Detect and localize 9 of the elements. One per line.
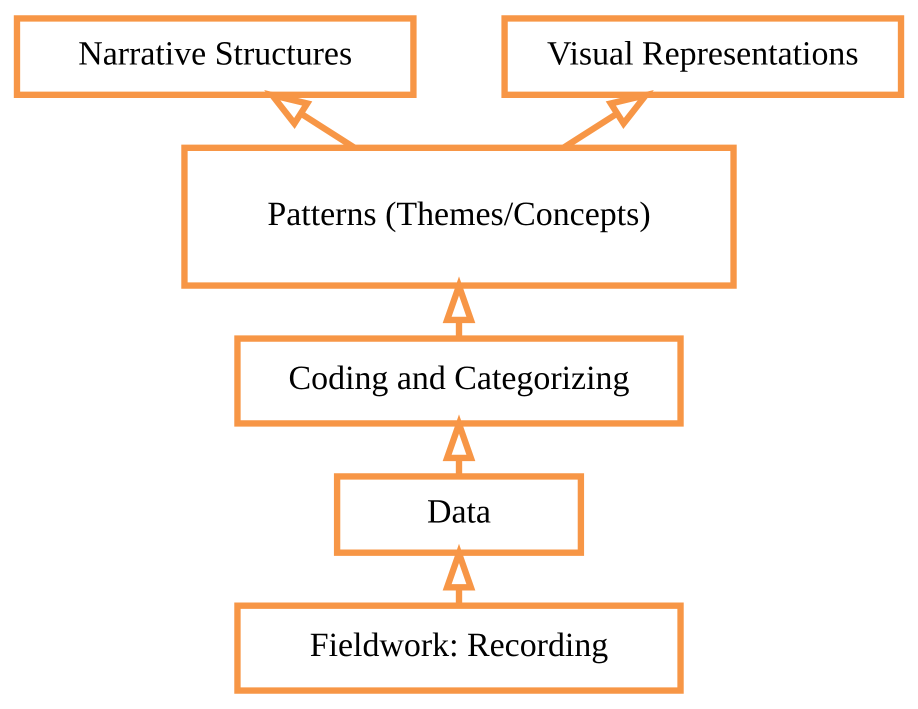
node-box: Visual Representations xyxy=(501,15,904,98)
node-box: Fieldwork: Recording xyxy=(234,602,684,694)
node-box: Patterns (Themes/Concepts) xyxy=(181,144,737,289)
arrow xyxy=(442,276,476,338)
node-box: Data xyxy=(334,473,584,556)
arrow xyxy=(442,544,476,606)
arrow xyxy=(442,414,476,476)
node-box: Coding and Categorizing xyxy=(234,335,684,427)
node-box: Narrative Structures xyxy=(14,15,417,98)
